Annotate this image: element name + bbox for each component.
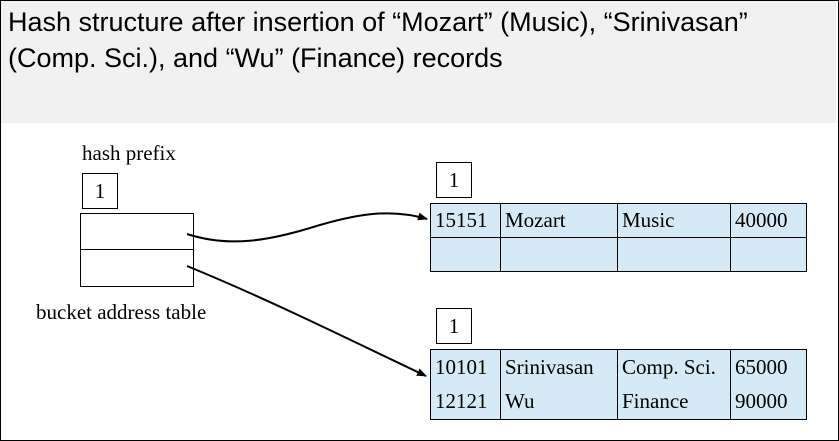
- title-band: [1, 1, 836, 123]
- record-name: Mozart: [500, 203, 618, 238]
- bucket-1-local-depth-box: 1: [436, 162, 472, 198]
- record-dept: [617, 237, 731, 272]
- bucket-2-record-2: 12121 Wu Finance 90000: [430, 384, 807, 420]
- record-salary: 65000: [730, 349, 807, 385]
- title-line-1: Hash structure after insertion of “Mozar…: [8, 7, 748, 37]
- bucket-1-record-2: [430, 237, 807, 272]
- record-dept: Music: [617, 203, 731, 238]
- record-id: 12121: [430, 384, 501, 420]
- record-id: [430, 237, 501, 272]
- record-id: 10101: [430, 349, 501, 385]
- record-dept: Comp. Sci.: [617, 349, 731, 385]
- title-line-2: (Comp. Sci.), and “Wu” (Finance) records: [8, 43, 503, 73]
- address-table-entry-1: [81, 250, 193, 286]
- record-dept: Finance: [617, 384, 731, 420]
- bucket-1: 15151 Mozart Music 40000: [430, 203, 807, 272]
- record-name: Srinivasan: [500, 349, 618, 385]
- address-table-entry-0: [81, 214, 193, 250]
- bucket-address-table: [80, 213, 194, 287]
- record-id: 15151: [430, 203, 501, 238]
- record-salary: [730, 237, 807, 272]
- global-depth-box: 1: [82, 173, 118, 209]
- bucket-2-record-1: 10101 Srinivasan Comp. Sci. 65000: [430, 349, 807, 385]
- record-name: Wu: [500, 384, 618, 420]
- hash-prefix-label: hash prefix: [82, 141, 176, 165]
- record-name: [500, 237, 618, 272]
- record-salary: 90000: [730, 384, 807, 420]
- figure-title: Hash structure after insertion of “Mozar…: [8, 4, 828, 76]
- record-salary: 40000: [730, 203, 807, 238]
- bucket-2: 10101 Srinivasan Comp. Sci. 65000 12121 …: [430, 349, 807, 420]
- bucket-address-table-label: bucket address table: [36, 300, 207, 324]
- bucket-2-local-depth-box: 1: [436, 308, 472, 344]
- bucket-1-record-1: 15151 Mozart Music 40000: [430, 203, 807, 238]
